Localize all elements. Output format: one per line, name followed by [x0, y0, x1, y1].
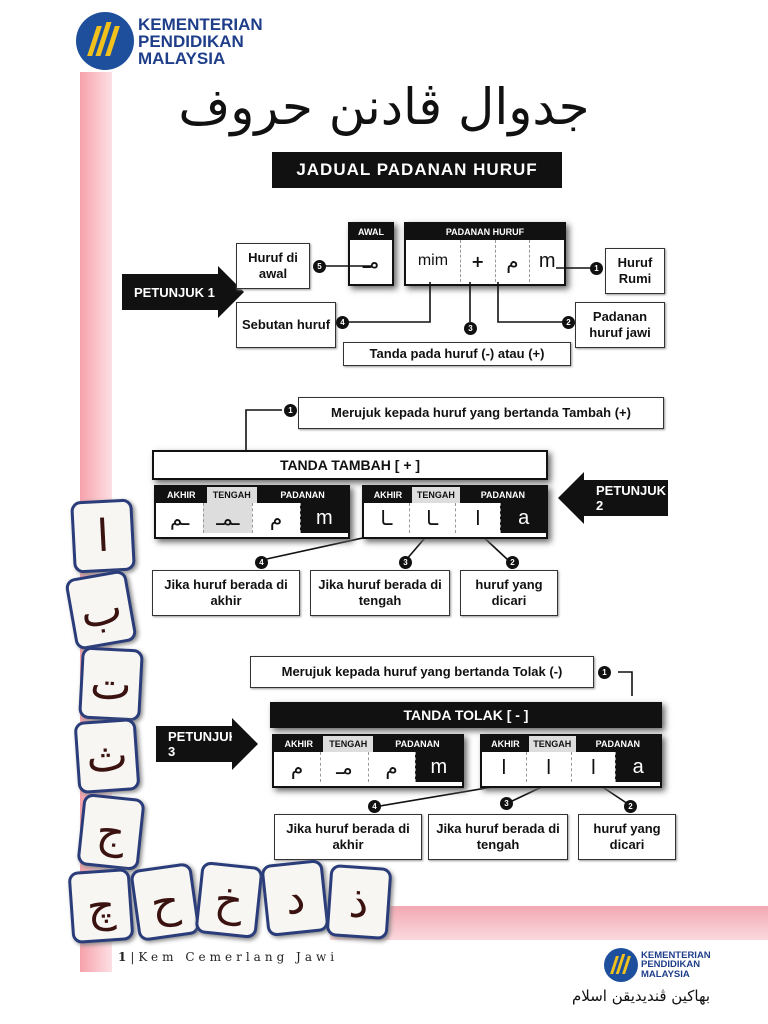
callout-tanda: Tanda pada huruf (-) atau (+) [343, 342, 571, 366]
p3r-tengah-cell: ا [525, 752, 571, 782]
p3-note: Merujuk kepada huruf yang bertanda Tolak… [250, 656, 594, 688]
p2-callout-akhir: Jika huruf berada di akhir [152, 570, 300, 616]
tile-ta: ت [78, 646, 144, 722]
plus-cell: + [459, 240, 495, 282]
footer-logo: KEMENTERIAN PENDIDIKAN MALAYSIA [604, 948, 711, 982]
tile-kha: خ [194, 860, 264, 940]
badge-p2-4: 4 [255, 556, 268, 569]
tile-jim: ج [76, 792, 146, 872]
padanan-header: PADANAN HURUF [445, 227, 525, 237]
p2r-padanan-rumi: a [500, 503, 546, 533]
tile-alif: ا [70, 498, 136, 574]
p2r-tengah-cell: ـا [408, 503, 455, 533]
tanda-tolak-title: TANDA TOLAK [ - ] [270, 702, 662, 728]
mim-cell: mim [417, 252, 449, 269]
badge-5: 5 [313, 260, 326, 273]
petunjuk-2-label: PETUNJUK 2 [558, 472, 668, 524]
crest-icon [76, 12, 134, 70]
p3r-padanan-rumi: a [615, 752, 660, 782]
callout-huruf-awal: Huruf di awal [236, 243, 310, 289]
tile-zal: ذ [325, 863, 393, 941]
page-title-jawi: جدوال ڤادنن حروف [178, 78, 590, 136]
p2-note: Merujuk kepada huruf yang bertanda Tamba… [298, 397, 664, 429]
p2-padanan-rumi: m [299, 503, 348, 533]
jawi-cell: م [494, 240, 530, 282]
tanda-tambah-title: TANDA TAMBAH [ + ] [152, 450, 548, 480]
footer-jawi-tagline: بهاکين ڤنديديقن اسلام [572, 987, 711, 1005]
p3r-akhir-cell: ا [501, 755, 507, 779]
p3-padanan-jawi: م [367, 752, 415, 782]
p2-callout-tengah: Jika huruf berada di tengah [310, 570, 450, 616]
tile-ca: چ [67, 867, 135, 945]
badge-p3-4: 4 [368, 800, 381, 813]
crest-icon-small [604, 948, 638, 982]
petunjuk-3-label: PETUNJUK 3 [156, 718, 258, 770]
badge-p3-3: 3 [500, 797, 513, 810]
badge-4: 4 [336, 316, 349, 329]
p3-padanan-rumi: m [414, 752, 462, 782]
p2-akhir-cell: ـم [170, 506, 190, 530]
badge-p2-2: 2 [506, 556, 519, 569]
callout-sebutan: Sebutan huruf [236, 302, 336, 348]
tile-ba: ب [64, 569, 138, 651]
p2-tengah-cell: ـمـ [203, 503, 252, 533]
tile-tsa: ث [73, 717, 141, 795]
footer-logo-text: KEMENTERIAN PENDIDIKAN MALAYSIA [641, 949, 711, 980]
tile-dal: د [260, 858, 330, 938]
badge-p2-1: 1 [284, 404, 297, 417]
p3r-padanan-jawi: ا [570, 752, 616, 782]
p2r-padanan-jawi: ا [454, 503, 501, 533]
rumi-cell: m [529, 240, 564, 282]
bottom-pink-strip [330, 906, 768, 940]
awal-char: مـ [362, 249, 380, 273]
awal-header: AWAL [358, 227, 384, 237]
p2r-akhir-cell: ـا [380, 506, 393, 530]
p3-callout-tengah: Jika huruf berada di tengah [428, 814, 568, 860]
callout-huruf-rumi: Huruf Rumi [605, 248, 665, 294]
logo-text: KEMENTERIAN PENDIDIKAN MALAYSIA [138, 14, 263, 68]
padanan-panel: PADANAN HURUF mim + م m [404, 222, 566, 286]
callout-padanan-jawi: Padanan huruf jawi [575, 302, 665, 348]
petunjuk-1-label: PETUNJUK 1 [122, 266, 244, 318]
p3-akhir-cell: م [290, 755, 304, 779]
badge-p3-2: 2 [624, 800, 637, 813]
p3-callout-dicari: huruf yang dicari [578, 814, 676, 860]
badge-p3-1: 1 [598, 666, 611, 679]
page-subtitle: JADUAL PADANAN HURUF [272, 152, 562, 188]
ministry-logo: KEMENTERIAN PENDIDIKAN MALAYSIA [76, 12, 263, 70]
badge-2: 2 [562, 316, 575, 329]
badge-3: 3 [464, 322, 477, 335]
p2-callout-dicari: huruf yang dicari [460, 570, 558, 616]
footer-text: 1|Kem Cemerlang Jawi [118, 950, 339, 964]
p2-padanan-jawi: م [251, 503, 300, 533]
p3-callout-akhir: Jika huruf berada di akhir [274, 814, 422, 860]
p3-tengah-cell: مـ [320, 752, 367, 782]
badge-1: 1 [590, 262, 603, 275]
badge-p2-3: 3 [399, 556, 412, 569]
awal-panel: AWAL مـ [348, 222, 394, 286]
tile-ha: ح [129, 862, 201, 942]
